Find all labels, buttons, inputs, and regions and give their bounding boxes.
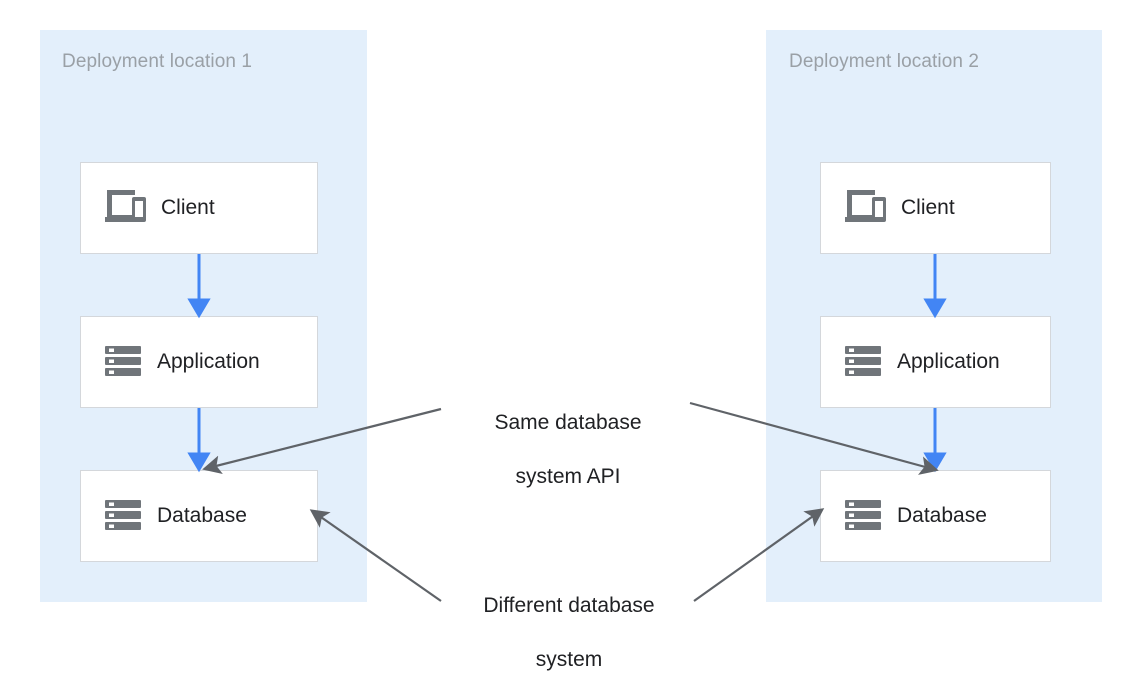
annotation-line-2: system API [515,465,621,488]
node-client-2-label: Client [901,196,955,219]
node-database-1-label: Database [157,504,247,527]
annotation-line-2: system [535,648,603,671]
devices-icon [103,186,147,231]
server-stack-icon [103,494,143,539]
node-database-1[interactable]: Database [80,470,318,562]
node-application-1-label: Application [157,350,260,373]
annotation-line-1: Different database [483,594,655,617]
node-database-2[interactable]: Database [820,470,1051,562]
annotation-different-database-system: Different database system [438,565,700,700]
diagram-canvas: Deployment location 1 Client Application [40,30,1102,671]
node-database-2-label: Database [897,504,987,527]
node-application-2[interactable]: Application [820,316,1051,408]
server-stack-icon [103,340,143,385]
node-client-1[interactable]: Client [80,162,318,254]
annotation-same-database-system-api: Same database system API [440,382,696,517]
devices-icon [843,186,887,231]
node-client-1-label: Client [161,196,215,219]
deployment-location-2-label: Deployment location 2 [789,51,980,72]
deployment-location-1-label: Deployment location 1 [62,51,253,72]
server-stack-icon [843,340,883,385]
node-application-2-label: Application [897,350,1000,373]
node-application-1[interactable]: Application [80,316,318,408]
node-client-2[interactable]: Client [820,162,1051,254]
server-stack-icon [843,494,883,539]
annotation-line-1: Same database [494,411,642,434]
